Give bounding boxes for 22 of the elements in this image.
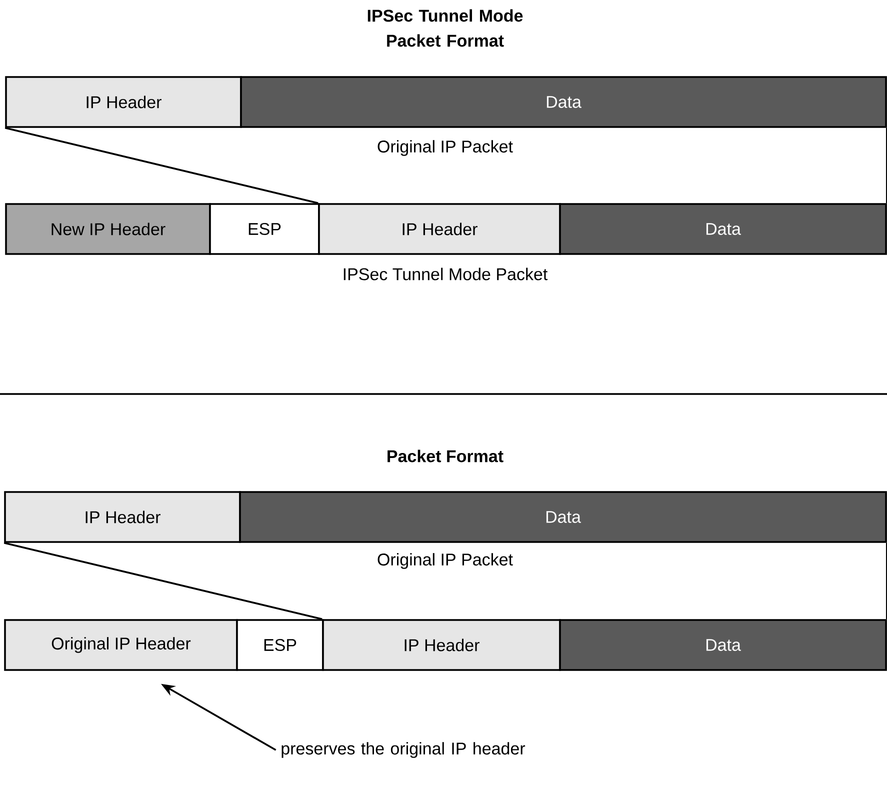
packet-field: IP Header [5, 76, 242, 128]
packet-field: IP Header [318, 203, 561, 255]
packet-field: Data [239, 491, 887, 543]
mapping-line [4, 542, 322, 620]
note-text: preserves the original IP header [282, 742, 526, 758]
packet-field: Data [240, 76, 887, 128]
packet-caption: Original IP Packet [378, 140, 513, 156]
packet-field: IP Header [322, 619, 561, 671]
packet-caption: Original IP Packet [378, 553, 513, 569]
mapping-line [886, 128, 887, 204]
packet-field: Data [559, 619, 887, 671]
packet-field: IP Header [4, 491, 241, 543]
packet-field: Data [559, 203, 887, 255]
title: IPSec Tunnel Mode Packet Format [368, 9, 523, 47]
packet-field: Original IP Header [4, 619, 238, 671]
packet-field: ESP [209, 203, 320, 255]
packet-field: ESP [236, 619, 324, 671]
mapping-line [4, 127, 318, 204]
section-title: Packet Format [388, 450, 504, 462]
packet-caption: IPSec Tunnel Mode Packet [344, 268, 548, 280]
mapping-line [886, 542, 887, 620]
packet-field: New IP Header [5, 203, 211, 255]
